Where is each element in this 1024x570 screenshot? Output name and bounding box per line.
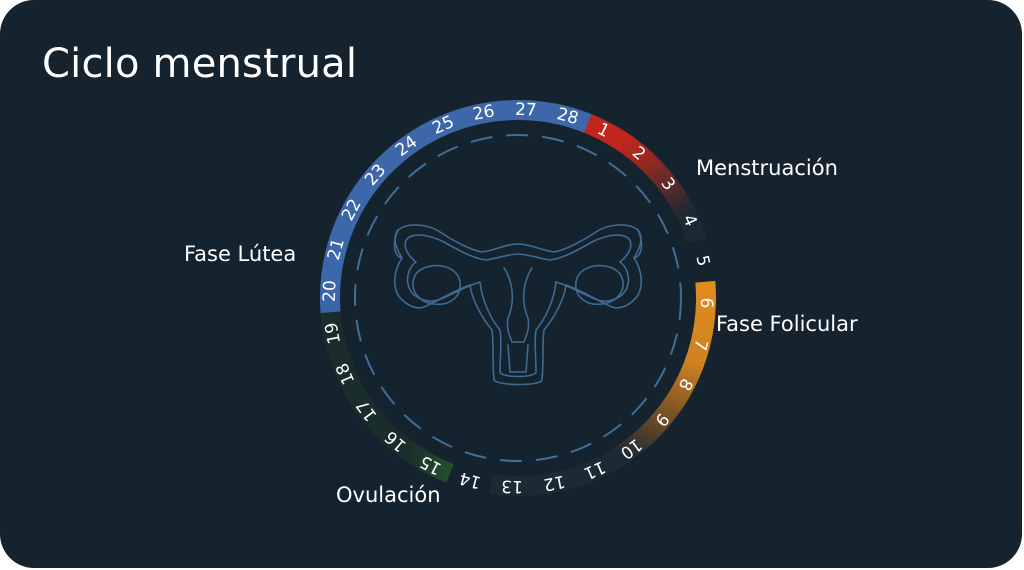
cycle-ring bbox=[320, 100, 716, 497]
page-title: Ciclo menstrual bbox=[42, 41, 358, 87]
cycle-day-26: 26 bbox=[471, 101, 496, 125]
arc-luteal bbox=[320, 100, 592, 314]
cycle-day-27: 27 bbox=[515, 100, 537, 121]
arc-ovulation bbox=[320, 311, 454, 483]
arc-menstruation bbox=[580, 112, 707, 244]
phase-label-menstruation: Menstruación bbox=[696, 156, 838, 180]
phase-label-follicular: Fase Folicular bbox=[716, 312, 858, 336]
phase-label-luteal: Fase Lútea bbox=[184, 242, 297, 266]
uterus-icon bbox=[393, 224, 643, 386]
cycle-day-13: 13 bbox=[501, 476, 523, 497]
phase-label-ovulation: Ovulación bbox=[336, 483, 441, 507]
cycle-day-20: 20 bbox=[320, 280, 341, 302]
cycle-day-7: 7 bbox=[689, 337, 711, 352]
cycle-day-14: 14 bbox=[457, 467, 483, 492]
cycle-day-19: 19 bbox=[321, 321, 345, 346]
cycle-day-12: 12 bbox=[542, 471, 567, 495]
inner-dashed-ring bbox=[354, 134, 682, 462]
cycle-day-6: 6 bbox=[696, 297, 716, 308]
cycle-day-5: 5 bbox=[691, 254, 713, 269]
